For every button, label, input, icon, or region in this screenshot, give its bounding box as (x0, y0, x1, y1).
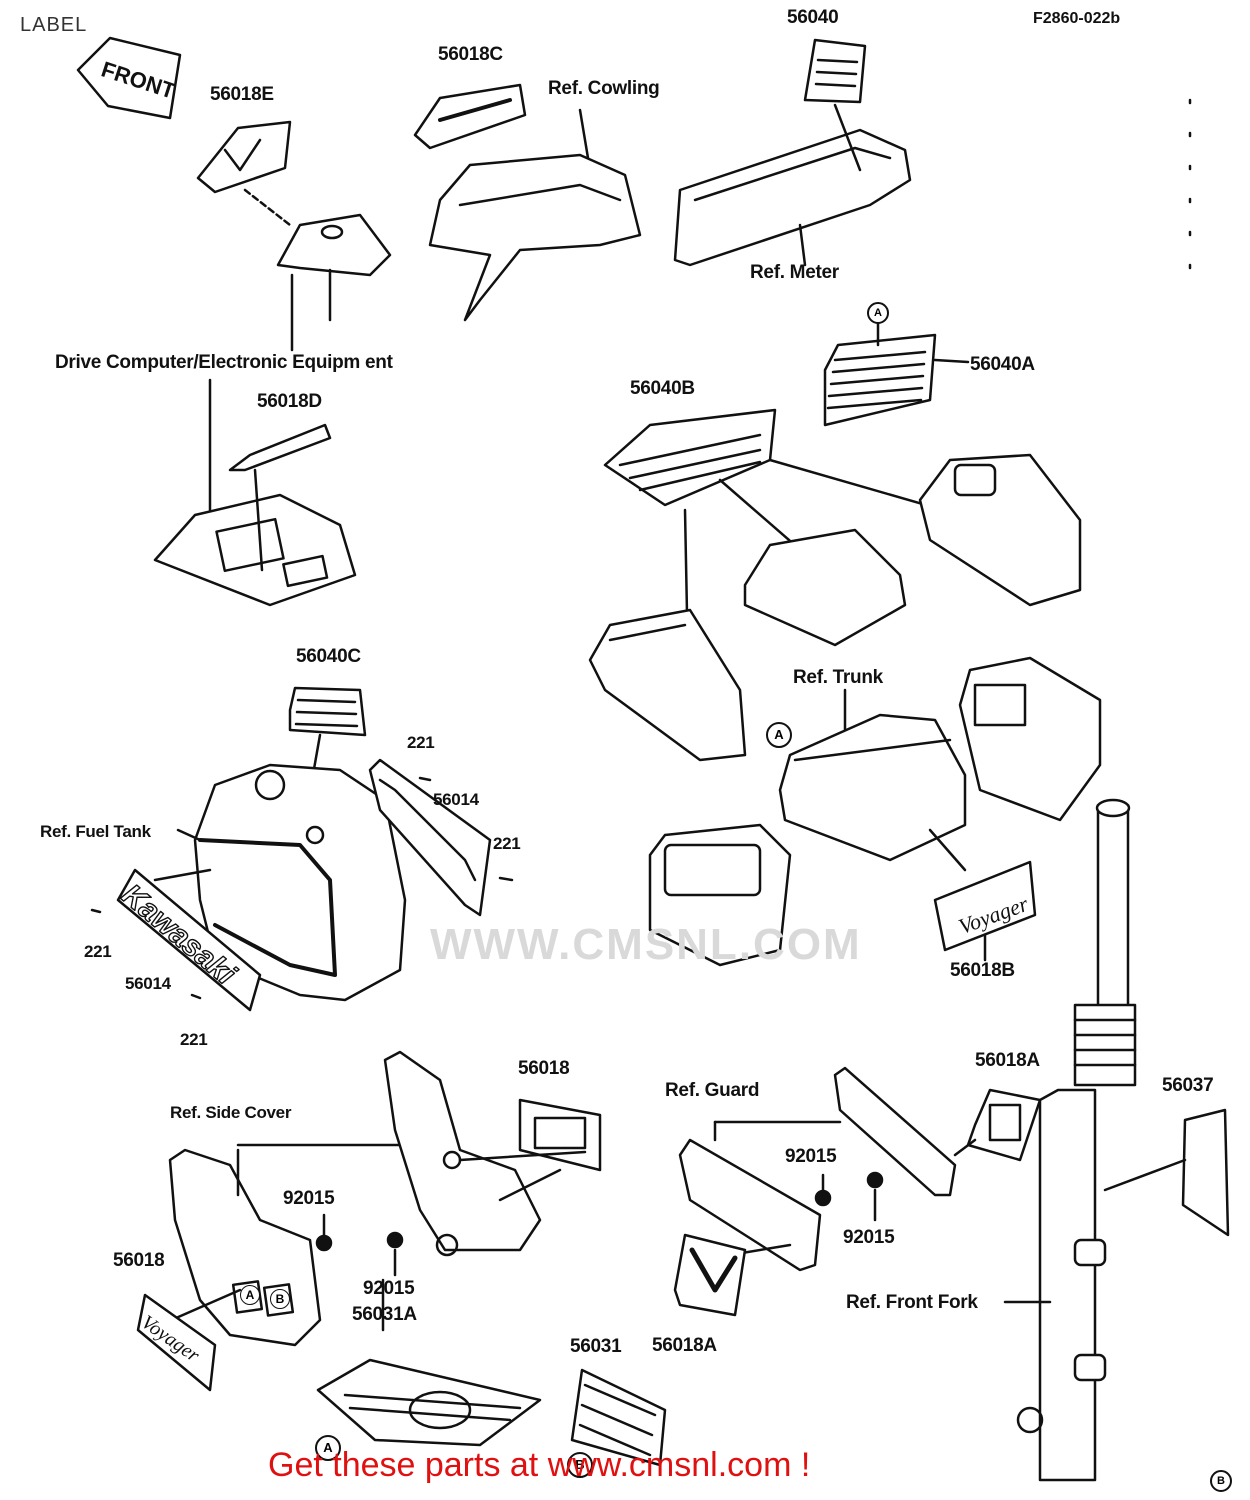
label-56037 (1103, 1108, 1230, 1237)
drive-computer-panel (153, 273, 357, 607)
grommets-92015 (315, 1171, 884, 1277)
safety-label-56031a (316, 1278, 542, 1447)
marker-a-1: A (867, 302, 889, 324)
part-label-56018d: 56018D (257, 391, 322, 412)
guard-group (678, 1066, 957, 1272)
ref-front-fork-label: Ref. Front Fork (846, 1292, 978, 1313)
ref-guard-label: Ref. Guard (665, 1080, 760, 1101)
part-label-56018b: 56018B (950, 960, 1015, 981)
part-label-56018c: 56018C (438, 44, 503, 65)
ref-fuel-tank-label: Ref. Fuel Tank (40, 822, 151, 841)
marker-b-1: B (567, 1452, 593, 1478)
diagram-code: F2860-022b (1033, 10, 1121, 27)
part-label-56037: 56037 (1162, 1075, 1214, 1096)
marker-a-3: A (315, 1435, 341, 1461)
ref-trunk-label: Ref. Trunk (793, 667, 883, 688)
label-56031 (570, 1368, 667, 1467)
fuel-tank (153, 758, 514, 1002)
part-label-92015-a: 92015 (785, 1146, 837, 1167)
decal-56018a (673, 1088, 1042, 1317)
trunk-lids (588, 408, 1082, 762)
part-label-221-a: 221 (407, 733, 435, 752)
ref-side-cover-label: Ref. Side Cover (170, 1103, 292, 1122)
side-cover-right (383, 1050, 602, 1257)
ref-meter-label: Ref. Meter (750, 262, 839, 283)
footer-link[interactable]: Get these parts at www.cmsnl.com ! (268, 1446, 811, 1484)
voyager-decal-56018: Voyager (136, 1293, 217, 1392)
part-label-92015-b: 92015 (283, 1188, 335, 1209)
meter-group (673, 38, 1192, 282)
part-label-56018a-bottom: 56018A (652, 1335, 717, 1356)
marker-b-2: B (1210, 1470, 1232, 1492)
part-label-56031: 56031 (570, 1336, 622, 1357)
part-label-56040: 56040 (787, 7, 839, 28)
front-fork (1003, 798, 1137, 1482)
part-label-221-b: 221 (493, 834, 521, 853)
part-label-56018-left: 56018 (113, 1250, 165, 1271)
part-label-56018a-top: 56018A (975, 1050, 1040, 1071)
part-label-92015-c: 92015 (843, 1227, 895, 1248)
cover-marker-b: B (270, 1289, 290, 1309)
page-title: LABEL (20, 14, 88, 36)
part-label-221-d: 221 (180, 1030, 208, 1049)
front-arrow-decal: FRONT (76, 36, 182, 120)
cover-marker-a: A (240, 1285, 260, 1305)
cowling-group (413, 83, 642, 322)
emblem-56018e (196, 120, 392, 322)
part-label-56018e: 56018E (210, 84, 274, 105)
part-label-56014-a: 56014 (433, 790, 479, 809)
part-label-56040a: 56040A (970, 354, 1035, 375)
part-label-56031a: 56031A (352, 1304, 417, 1325)
part-label-56040b: 56040B (630, 378, 695, 399)
trunk-body (648, 656, 1102, 967)
marker-a-2: A (766, 722, 792, 748)
part-label-92015-d: 92015 (363, 1278, 415, 1299)
part-label-56040c: 56040C (296, 646, 361, 667)
part-label-221-c: 221 (84, 942, 112, 961)
part-label-56018-top: 56018 (518, 1058, 570, 1079)
drive-computer-label: Drive Computer/Electronic Equipm ent (55, 352, 393, 373)
label-56040a (823, 318, 970, 427)
watermark: WWW.CMSNL.COM (430, 920, 862, 969)
part-label-56014-b: 56014 (125, 974, 171, 993)
ref-cowling-label: Ref. Cowling (548, 78, 660, 99)
